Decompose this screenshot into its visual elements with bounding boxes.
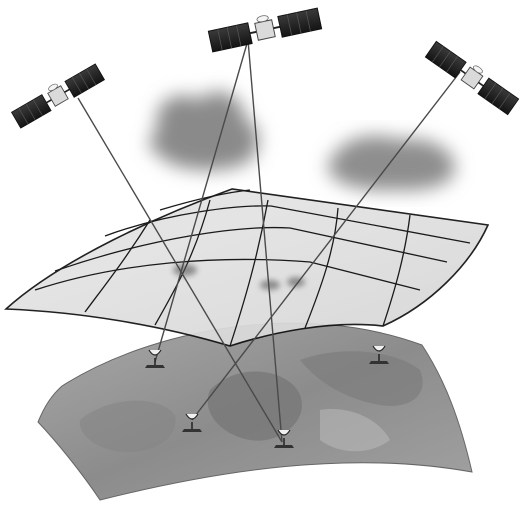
satellite-icon (208, 4, 322, 52)
ionosphere-grid (6, 189, 488, 346)
cloud-icon (328, 136, 455, 190)
cloud-icon (150, 92, 259, 171)
satellite-icon (425, 39, 520, 115)
earth-surface (38, 323, 472, 500)
